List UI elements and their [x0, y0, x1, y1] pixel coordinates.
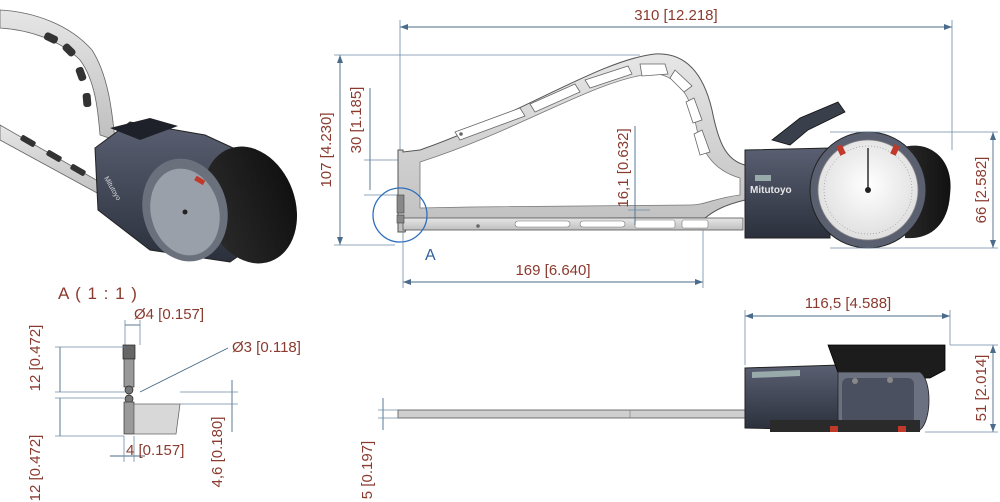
body-badge [755, 175, 771, 181]
front-body [744, 147, 831, 239]
dial-red-marker [890, 144, 900, 156]
detail-lower-tip-body [123, 401, 135, 435]
dim-body-width-label: 116,5 [4.588] [805, 295, 891, 312]
iso-view: Mitutoyo [0, 9, 298, 264]
detail-upper-tip-body [123, 358, 135, 388]
jaw-slot [579, 220, 626, 228]
dim-tip-dia-top-label: Ø4 [0.157] [134, 306, 204, 323]
arrow-head [944, 24, 952, 30]
top-dial-side [842, 378, 914, 424]
top-screw [852, 378, 858, 384]
dim-tip-dia-ball-label: Ø3 [0.118] [232, 339, 301, 356]
iso-red-marker [194, 175, 206, 186]
detail-marker-label: A [425, 247, 436, 264]
arm-slot [529, 83, 581, 113]
iso-arm-slot [46, 150, 62, 162]
leader-ball-dia [139, 347, 229, 393]
dim-tip-height-top-label: 12 [0.472] [27, 325, 44, 392]
arrow-head [695, 279, 703, 285]
detail-upper-ball [124, 385, 134, 395]
iso-arm-slot [82, 92, 92, 108]
iso-arm-slot [20, 135, 36, 147]
top-arm-bar [397, 409, 751, 419]
dim-throat-label: 30 [1.185] [348, 87, 365, 154]
top-body-highlight [752, 370, 800, 378]
jaw-slot [634, 219, 676, 229]
dim-dial-height-label: 66 [2.582] [973, 157, 990, 224]
arrow-head [990, 132, 996, 140]
top-red-marker [830, 426, 838, 432]
front-view: 310 [12.218] 107 [4.230] 30 [1.185] [318, 7, 998, 288]
dial-ticks [823, 145, 913, 235]
arm-slot [639, 63, 669, 77]
arm-hole [459, 132, 463, 136]
dim-length-label: 310 [12.218] [634, 7, 717, 24]
dial-red-marker [836, 144, 846, 156]
dim-arm-thickness-label: 5 [0.197] [359, 441, 376, 499]
arrow-head [403, 279, 411, 285]
arm-slot [584, 65, 633, 89]
top-red-marker [898, 426, 906, 432]
arrow-head [942, 313, 950, 319]
dial-center [865, 187, 871, 193]
brand-logo: Mitutoyo [750, 185, 792, 196]
arm-slot [685, 97, 703, 124]
dim-jaw-label: 169 [6.640] [515, 262, 590, 279]
jaw-slot [514, 220, 571, 228]
arm-slot [693, 129, 711, 156]
iso-arm-slot [62, 43, 76, 57]
detail-view: A ( 1 : 1 ) Ø4 [0.157] Ø3 [0.118] 12 [0.… [27, 284, 301, 501]
arrow-head [990, 424, 996, 432]
iso-lower-arm [0, 124, 111, 201]
iso-upper-arm [0, 9, 116, 141]
front-lever [771, 101, 846, 146]
top-lower-rim [770, 420, 920, 432]
dim-tip-height-bottom-label: 12 [0.472] [27, 435, 44, 502]
dim-tip-width-label: 4 [0.157] [126, 442, 184, 459]
top-screw [887, 377, 893, 383]
arrow-head [990, 240, 996, 248]
lower-tip [396, 214, 405, 224]
top-view: 116,5 [4.588] 5 [0.197] 51 [2.014] [359, 295, 998, 499]
detail-circle-a [372, 187, 428, 243]
jaw-slot [681, 219, 709, 229]
detail-lower-jaw [133, 403, 181, 435]
iso-arm-slot [75, 66, 87, 82]
arrow-head [990, 345, 996, 353]
iso-lever [110, 118, 178, 140]
dim-tip-offset-label: 4,6 [0.180] [209, 417, 226, 488]
detail-title: A ( 1 : 1 ) [58, 284, 138, 303]
dim-mid-label: 16,1 [0.632] [615, 128, 632, 207]
arm-slot [454, 107, 526, 141]
iso-arm-slot [43, 32, 59, 44]
iso-arm-slot [70, 164, 86, 176]
iso-bumper [202, 146, 298, 264]
arm-slot [669, 69, 693, 93]
upper-tip [396, 194, 405, 214]
iso-dial-center [182, 209, 188, 215]
dim-body-height-label: 51 [2.014] [973, 355, 990, 422]
jaw-hole [476, 224, 480, 228]
arrow-head [745, 313, 753, 319]
arrow-head [337, 237, 343, 245]
arrow-head [337, 55, 343, 63]
dim-height-label: 107 [4.230] [318, 112, 335, 187]
arrow-head [400, 24, 408, 30]
